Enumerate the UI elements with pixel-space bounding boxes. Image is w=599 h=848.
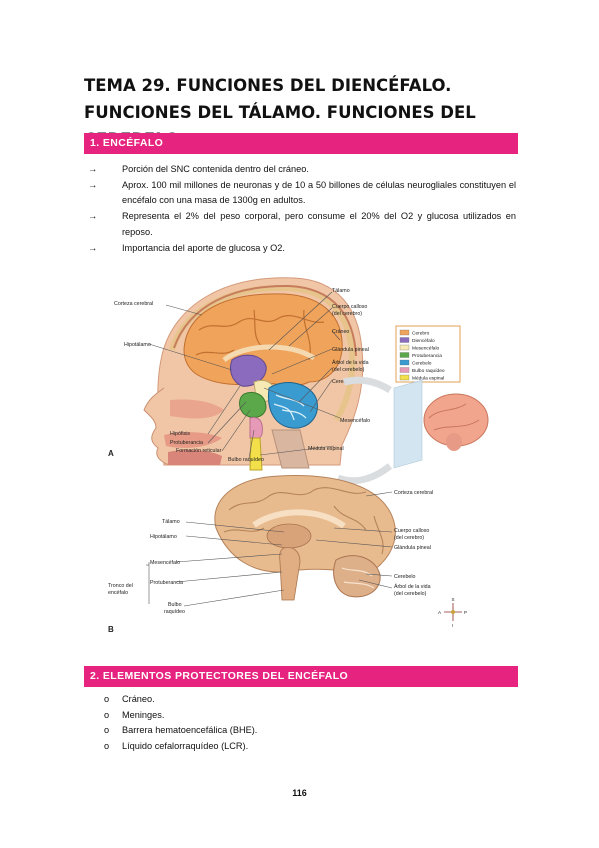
bullet-icon: o bbox=[104, 709, 110, 720]
head-sagittal-illustration bbox=[143, 277, 364, 471]
arrow-icon: → bbox=[88, 242, 98, 253]
label-arbol-vida-b: Árbol de la vida bbox=[394, 583, 431, 590]
label-cuerpo-calloso-a-sub: (del cerebro) bbox=[332, 311, 362, 317]
label-hipofisis-a: Hipófisis bbox=[170, 431, 190, 437]
legend-item: Mesencéfalo bbox=[412, 346, 440, 352]
label-mesencefalo-b: Mesencéfalo bbox=[150, 560, 180, 566]
label-medula-espinal-a: Médula espinal bbox=[308, 446, 344, 452]
bullet-icon: o bbox=[104, 694, 110, 704]
label-cerebelo-b: Cerebelo bbox=[394, 574, 416, 580]
label-cuerpo-calloso-b: Cuerpo calloso bbox=[394, 528, 429, 534]
label-tronco-encefalo-b-sub: encéfalo bbox=[108, 590, 128, 596]
label-bulbo-b: Bulbo bbox=[168, 602, 182, 608]
label-arbol-vida-a: Árbol de la vida bbox=[332, 359, 369, 366]
panel-label-a: A bbox=[108, 449, 114, 458]
label-glandula-pineal-a: Glándula pineal bbox=[332, 347, 369, 353]
arrow-icon: → bbox=[88, 179, 98, 190]
label-hipotalamo-b: Hipotálamo bbox=[150, 534, 177, 540]
list-item: →Porción del SNC contenida dentro del cr… bbox=[88, 162, 516, 178]
brain-anatomy-figure: Corteza cerebral Hipotálamo Tálamo Cuerp… bbox=[108, 277, 489, 634]
orientation-inset bbox=[336, 376, 489, 485]
svg-text:A: A bbox=[438, 610, 441, 615]
svg-text:P: P bbox=[464, 610, 467, 615]
page-number: 116 bbox=[292, 788, 307, 798]
label-cerebelo-a: Cerebelo bbox=[332, 379, 354, 385]
svg-text:I: I bbox=[452, 623, 453, 628]
list-item: →Representa el 2% del peso corporal, per… bbox=[88, 211, 516, 237]
label-cuerpo-calloso-b-sub: (del cerebro) bbox=[394, 535, 424, 541]
label-cuerpo-calloso-a: Cuerpo calloso bbox=[332, 304, 367, 310]
legend-item: Médula espinal bbox=[412, 376, 444, 382]
brain-sagittal-illustration bbox=[214, 475, 396, 601]
label-talamo-a: Tálamo bbox=[332, 288, 350, 294]
label-corteza-cerebral-a: Corteza cerebral bbox=[114, 301, 153, 307]
label-bulbo-raquideo-a: Bulbo raquídeo bbox=[228, 457, 264, 463]
label-tronco-encefalo-b: Tronco del bbox=[108, 583, 133, 589]
list-item: →Aprox. 100 mil millones de neuronas y d… bbox=[88, 179, 516, 206]
list-item: →Importancia del aporte de glucosa y O2. bbox=[88, 241, 516, 257]
svg-text:S: S bbox=[452, 597, 455, 602]
color-legend: Cerebro Diencéfalo Mesencéfalo Protubera… bbox=[395, 325, 461, 383]
legend-item: Bulbo raquídeo bbox=[412, 368, 445, 374]
label-corteza-cerebral-b: Corteza cerebral bbox=[394, 490, 433, 496]
legend-item: Cerebelo bbox=[412, 361, 432, 367]
encefalo-bullet-list: →Porción del SNC contenida dentro del cr… bbox=[88, 162, 516, 256]
label-arbol-vida-a-sub: (del cerebelo) bbox=[332, 367, 365, 373]
section-heading-protectores: 2. ELEMENTOS PROTECTORES DEL ENCÉFALO bbox=[84, 666, 518, 687]
label-glandula-pineal-b: Glándula pineal bbox=[394, 545, 431, 551]
label-arbol-vida-b-sub: (del cerebelo) bbox=[394, 591, 427, 597]
leader-lines-b bbox=[146, 491, 393, 607]
bullet-icon: o bbox=[104, 740, 110, 751]
label-protuberancia-a: Protuberancia bbox=[170, 440, 203, 446]
legend-item: Protuberancia bbox=[412, 353, 442, 359]
label-mesencefalo-a: Mesencéfalo bbox=[340, 418, 370, 424]
leader-lines-a bbox=[148, 291, 341, 459]
legend-item: Cerebro bbox=[412, 331, 430, 337]
compass-rose-icon: A P S I bbox=[438, 597, 467, 628]
bullet-icon: o bbox=[104, 725, 110, 736]
label-craneo-a: Cráneo bbox=[332, 329, 349, 335]
label-formacion-reticular-a: Formación reticular bbox=[176, 448, 222, 454]
label-talamo-b: Tálamo bbox=[162, 519, 180, 525]
label-hipotalamo-a: Hipotálamo bbox=[124, 342, 151, 348]
arrow-icon: → bbox=[88, 211, 98, 222]
legend-item: Diencéfalo bbox=[412, 338, 435, 344]
panel-label-b: B bbox=[108, 625, 114, 634]
label-bulbo-b-sub: raquídeo bbox=[164, 609, 185, 615]
label-protuberancia-b: Protuberancia bbox=[150, 580, 183, 586]
section-heading-encefalo: 1. ENCÉFALO bbox=[84, 133, 518, 154]
arrow-icon: → bbox=[88, 164, 98, 174]
